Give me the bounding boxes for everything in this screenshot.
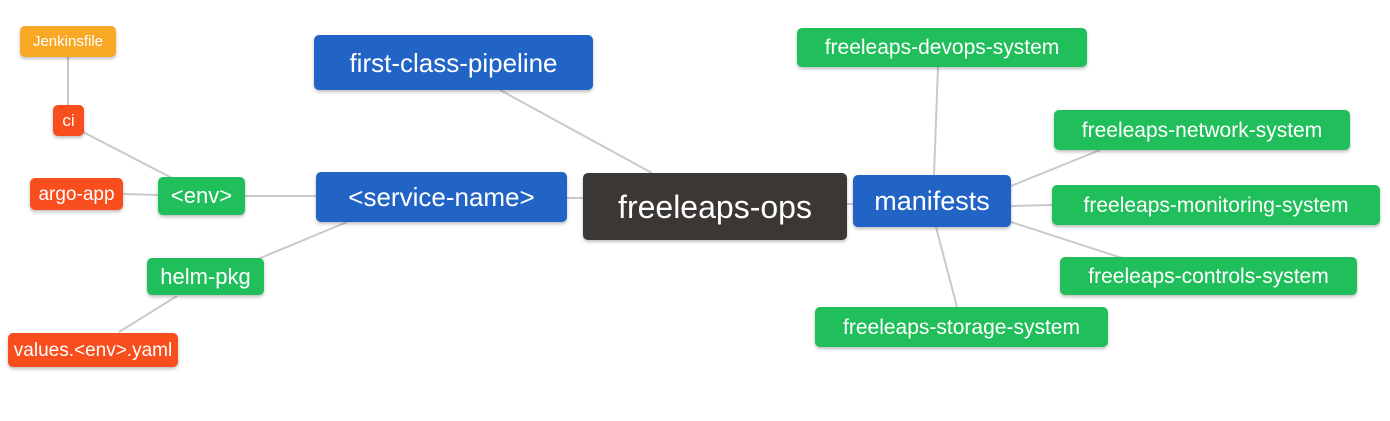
edge-manifests-monitoring-system [1010,204,1053,207]
node-freeleaps-devops-system[interactable]: freeleaps-devops-system [797,28,1087,67]
edge-first-class-pipeline-ops [499,89,653,174]
node-freeleaps-monitoring-system[interactable]: freeleaps-monitoring-system [1052,185,1380,225]
node-env[interactable]: <env> [158,177,245,215]
node-values-env-yaml[interactable]: values.<env>.yaml [8,333,178,367]
edge-helm-pkg-service-name [257,221,348,260]
node-freeleaps-controls-system[interactable]: freeleaps-controls-system [1060,257,1357,295]
edge-manifests-controls-system [1010,221,1123,259]
node-freeleaps-storage-system[interactable]: freeleaps-storage-system [815,307,1108,347]
edge-values-env-yaml-helm-pkg [118,295,178,333]
edge-manifests-devops-system [933,66,939,176]
edge-manifests-storage-system [935,226,958,308]
edge-argo-app-env [122,193,159,196]
node-helm-pkg[interactable]: helm-pkg [147,258,264,295]
node-service-name[interactable]: <service-name> [316,172,567,222]
node-freeleaps-network-system[interactable]: freeleaps-network-system [1054,110,1350,150]
edge-manifests-network-system [1010,149,1101,187]
node-ci[interactable]: ci [53,105,84,136]
node-argo-app[interactable]: argo-app [30,178,123,210]
node-manifests[interactable]: manifests [853,175,1011,227]
node-freeleaps-ops[interactable]: freeleaps-ops [583,173,847,240]
node-jenkinsfile[interactable]: Jenkinsfile [20,26,116,57]
edge-ci-env [82,131,173,179]
node-first-class-pipeline[interactable]: first-class-pipeline [314,35,593,90]
